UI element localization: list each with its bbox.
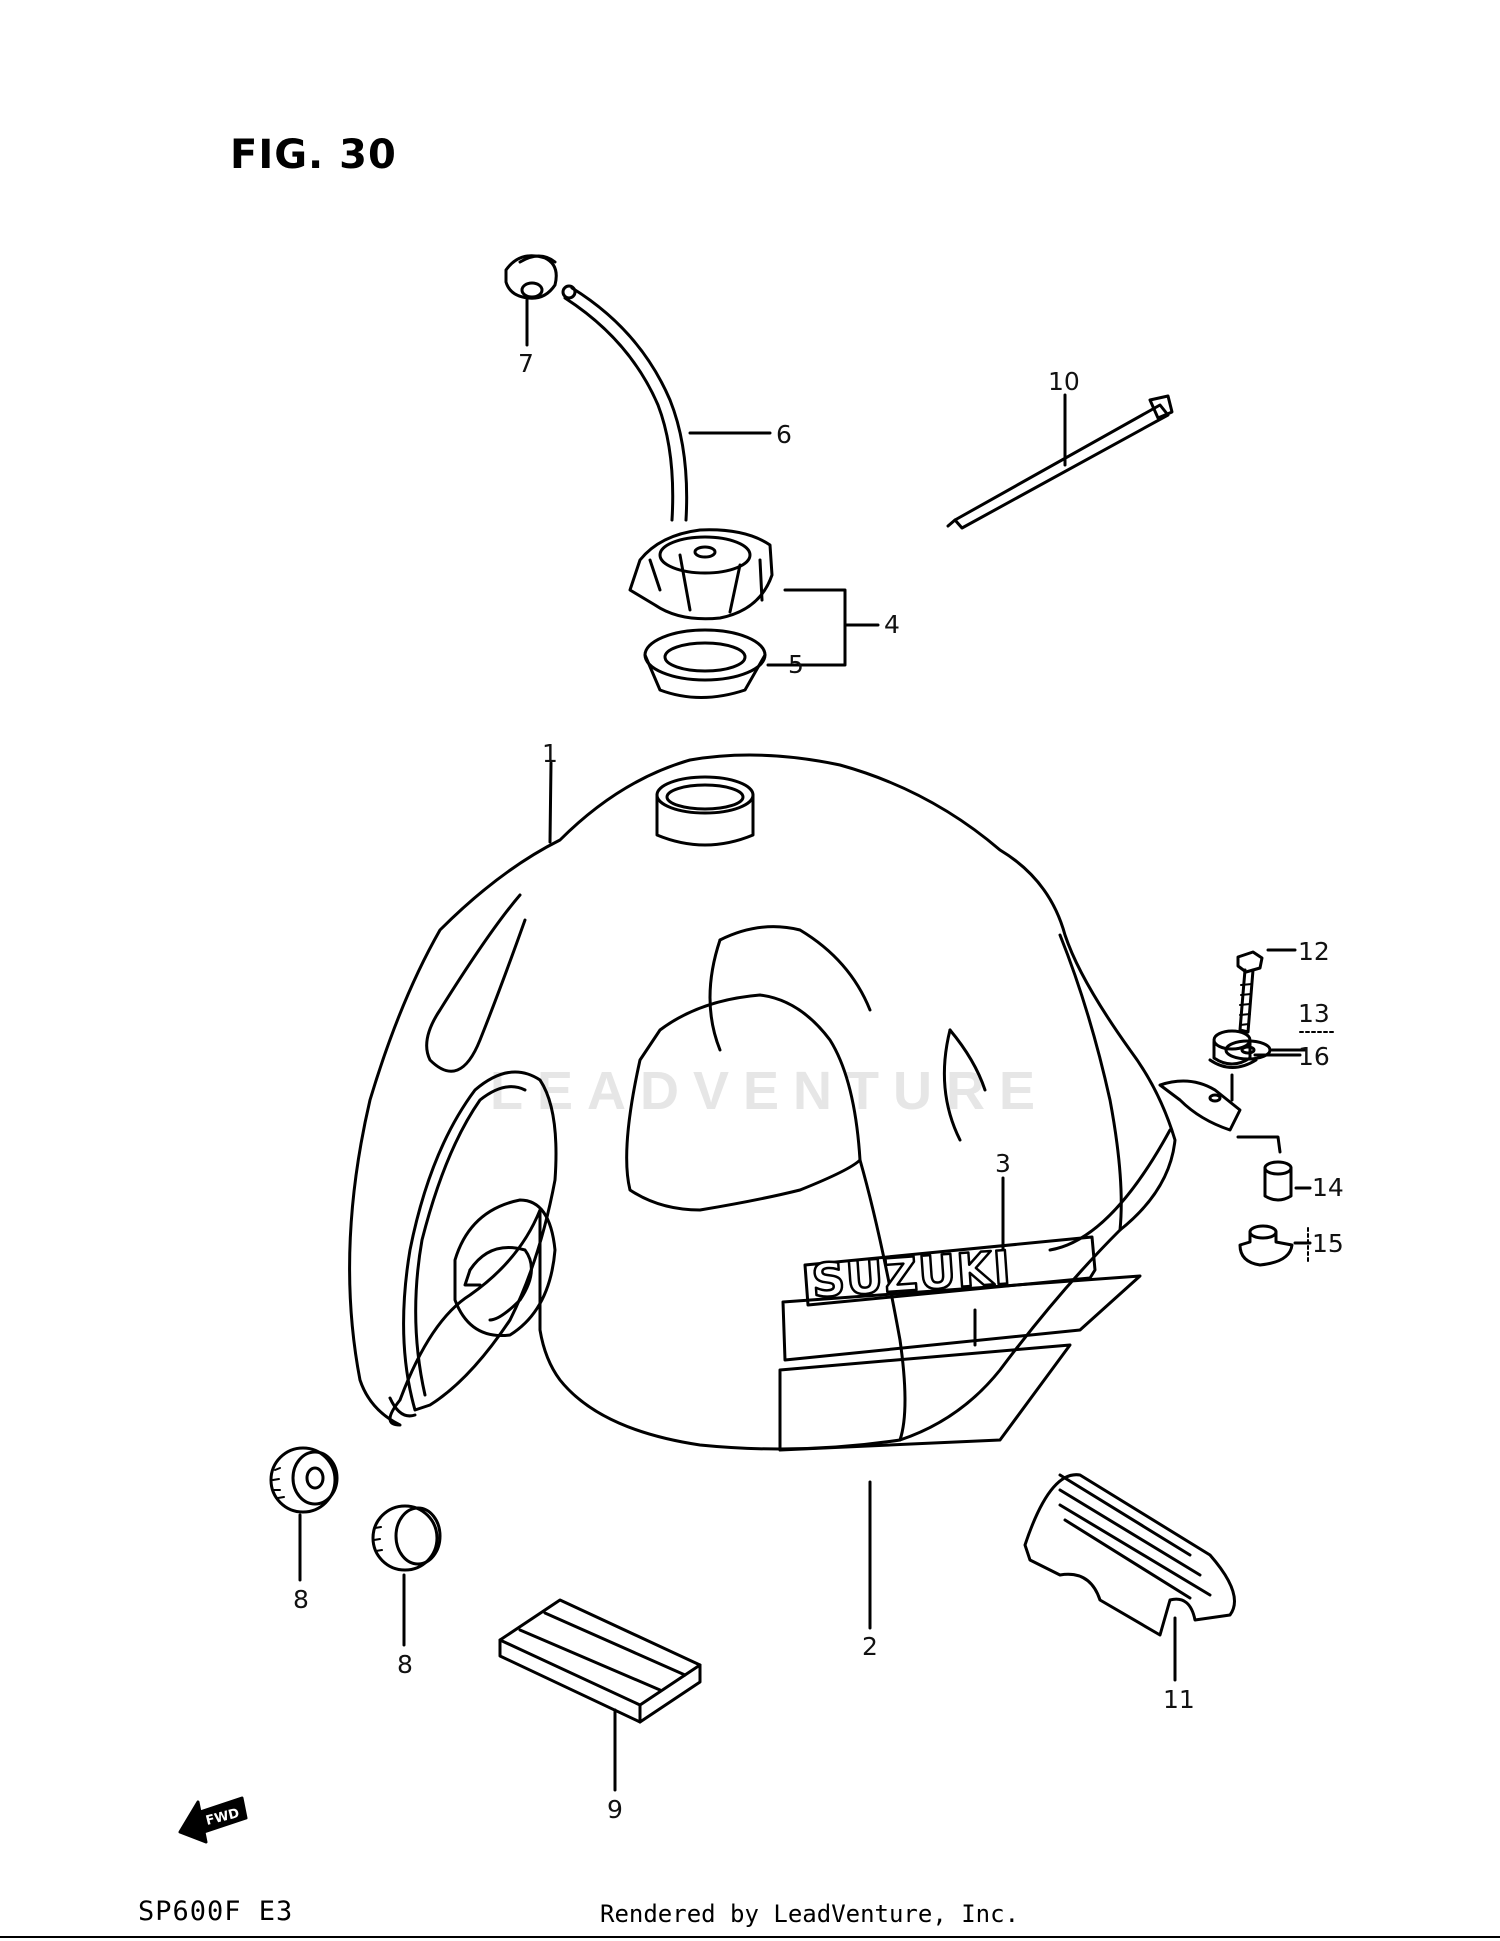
callout-4: 4 bbox=[884, 610, 900, 639]
part-16-cushion[interactable] bbox=[1208, 1029, 1258, 1069]
part-4-fuel-cap[interactable] bbox=[628, 528, 774, 621]
part-14-collar[interactable] bbox=[1263, 1160, 1293, 1202]
part-10-tie-strap[interactable] bbox=[946, 394, 1174, 530]
callout-10: 10 bbox=[1048, 367, 1080, 396]
callout-7: 7 bbox=[518, 349, 534, 378]
callout-8a: 8 bbox=[293, 1585, 309, 1614]
leader-bracket-4-5 bbox=[773, 588, 847, 667]
part-7-clamp[interactable] bbox=[504, 254, 558, 300]
leader-bracket-14 bbox=[1236, 1135, 1282, 1154]
callout-9: 9 bbox=[607, 1795, 623, 1824]
callout-12: 12 bbox=[1298, 937, 1330, 966]
callout-16: 16 bbox=[1298, 1042, 1330, 1071]
footer-rule bbox=[0, 1936, 1500, 1938]
part-15-cushion[interactable] bbox=[1238, 1224, 1294, 1267]
callout-11: 11 bbox=[1163, 1685, 1195, 1714]
rendered-by: Rendered by LeadVenture, Inc. bbox=[600, 1900, 1020, 1928]
part-12-bolt[interactable] bbox=[1236, 950, 1264, 1034]
part-11-cushion[interactable] bbox=[1023, 1473, 1236, 1637]
figure-title: FIG. 30 bbox=[230, 132, 397, 178]
part-5-gasket[interactable] bbox=[643, 628, 767, 699]
callout-3: 3 bbox=[995, 1149, 1011, 1178]
callout-1: 1 bbox=[542, 739, 558, 768]
callout-14: 14 bbox=[1312, 1173, 1344, 1202]
part-8-cushion-b[interactable] bbox=[371, 1504, 442, 1572]
suzuki-emblem: SUZUKI bbox=[803, 1235, 1097, 1309]
part-8-cushion-a[interactable] bbox=[269, 1446, 339, 1514]
part-6-hose[interactable] bbox=[561, 284, 689, 522]
part-9-rubber-pad[interactable] bbox=[498, 1598, 702, 1724]
callout-15: 15 bbox=[1312, 1229, 1344, 1258]
callout-8b: 8 bbox=[397, 1650, 413, 1679]
callout-5: 5 bbox=[788, 650, 804, 679]
model-code: SP600F E3 bbox=[138, 1896, 294, 1927]
emblem-text: SUZUKI bbox=[810, 1240, 1013, 1308]
callout-6: 6 bbox=[776, 420, 792, 449]
part-1-fuel-tank[interactable] bbox=[348, 753, 1242, 1452]
callout-13: 13 bbox=[1298, 999, 1330, 1028]
fwd-arrow-icon: FWD bbox=[178, 1796, 248, 1844]
leader-1 bbox=[548, 761, 553, 844]
callout-2: 2 bbox=[862, 1632, 878, 1661]
